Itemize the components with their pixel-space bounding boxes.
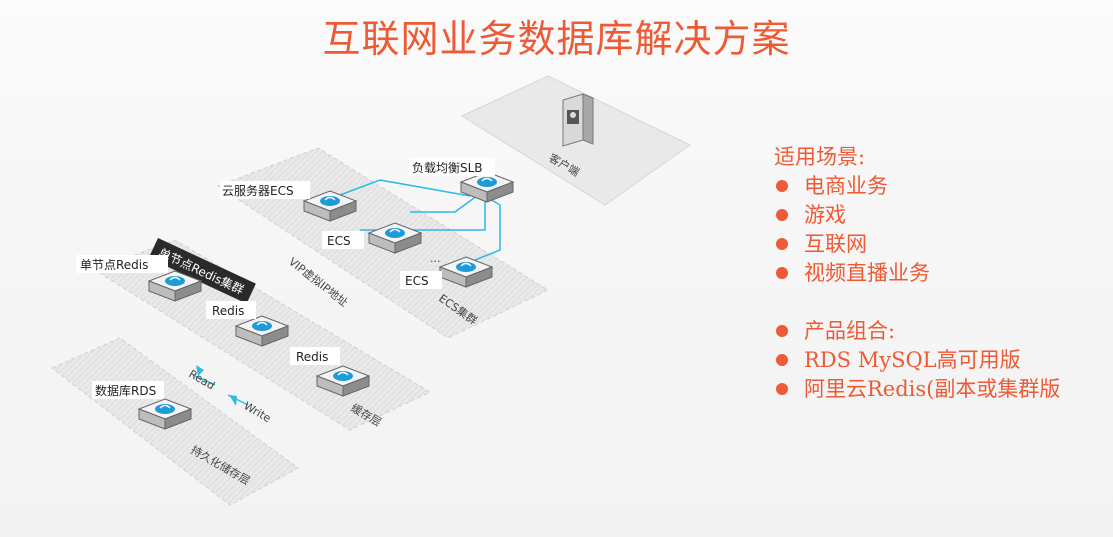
client-terminal-icon — [562, 93, 594, 147]
page-title: 互联网业务数据库解决方案 — [322, 17, 791, 61]
read-arrow-icon — [196, 365, 204, 376]
redis-b-label: Redis — [296, 350, 328, 364]
scenarios-heading: 适用场景: — [774, 145, 866, 169]
rds-label: 数据库RDS — [95, 383, 156, 398]
bullet-icon — [776, 383, 788, 395]
ecs-dots: ... — [430, 252, 441, 265]
redis-cluster-tag — [148, 238, 256, 304]
write-arrow-icon — [229, 395, 237, 406]
bullet-icon — [776, 238, 788, 250]
list-item: 电商业务 — [770, 172, 1110, 201]
bullet-icon — [776, 209, 788, 221]
list-item: 视频直播业务 — [770, 259, 1110, 288]
scenarios-list: 电商业务 游戏 互联网 视频直播业务 — [770, 172, 1110, 288]
bullet-icon — [776, 267, 788, 279]
list-item: RDS MySQL高可用版 — [770, 346, 1110, 375]
architecture-diagram: 客户端 负载均衡SLB 云服务器ECS ECS ECS ... ECS集群 VI… — [51, 75, 691, 506]
list-item: 互联网 — [770, 230, 1110, 259]
bullet-icon — [776, 354, 788, 366]
ecs-a-label: ECS — [327, 234, 351, 248]
products-list: 产品组合: RDS MySQL高可用版 阿里云Redis(副本或集群版 — [770, 317, 1110, 404]
list-item: 阿里云Redis(副本或集群版 — [770, 375, 1110, 404]
slb-device — [460, 171, 514, 203]
redis-a-label: Redis — [212, 304, 244, 318]
list-item: 游戏 — [770, 201, 1110, 230]
bullet-icon — [776, 180, 788, 192]
write-label: Write — [242, 399, 274, 425]
ecs-b-label: ECS — [405, 274, 429, 288]
bullet-icon — [776, 325, 788, 337]
list-item: 产品组合: — [770, 317, 1110, 346]
slb-label: 负载均衡SLB — [412, 161, 483, 175]
info-panel: 适用场景: 电商业务 游戏 互联网 视频直播业务 产品组合: RDS MySQL… — [770, 143, 1110, 404]
redis-single-label: 单节点Redis — [80, 258, 148, 272]
ecs-server-label: 云服务器ECS — [222, 183, 294, 198]
